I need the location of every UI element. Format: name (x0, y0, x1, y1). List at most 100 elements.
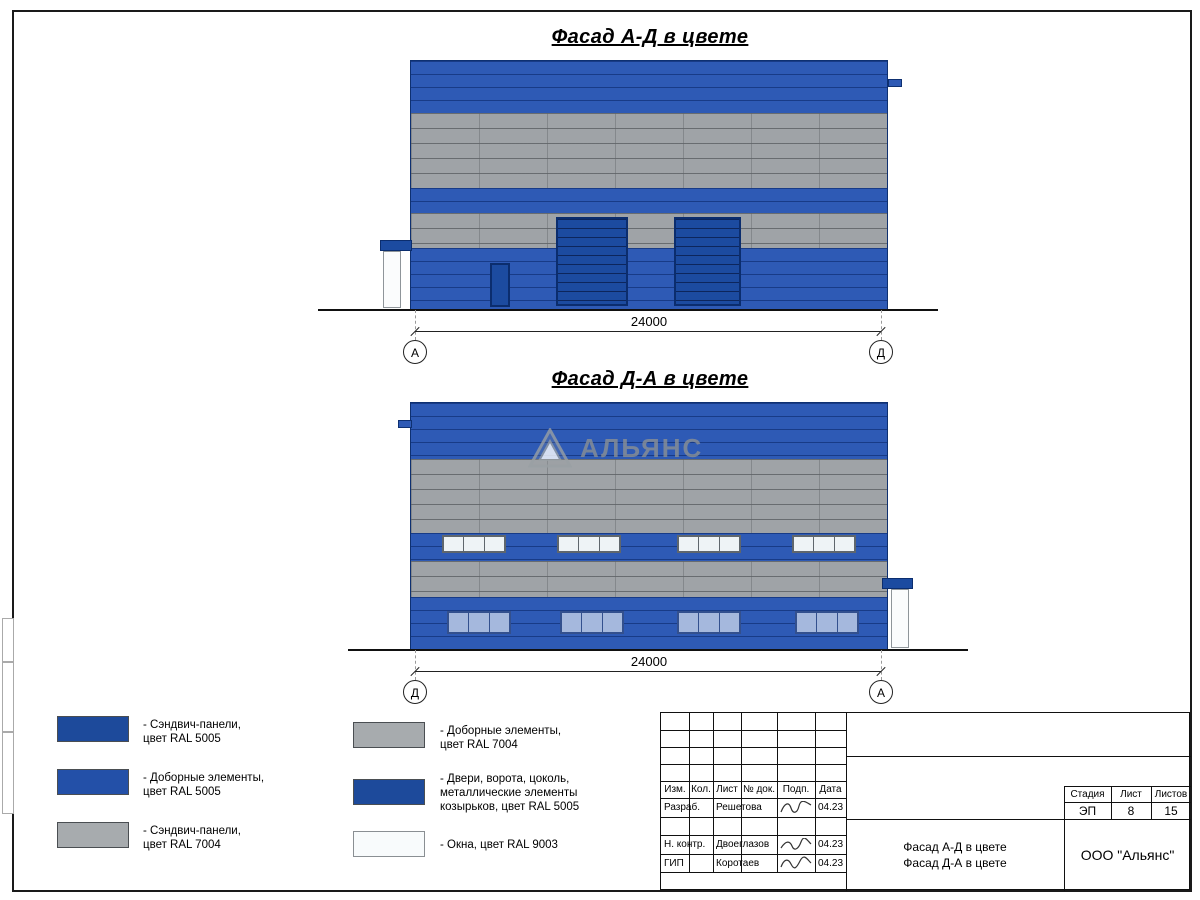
window (442, 535, 506, 553)
tb-name: Коротаев (716, 857, 760, 869)
window-pane (679, 537, 699, 551)
legend-swatch-ral7004 (353, 722, 425, 748)
window-pane (719, 613, 739, 632)
roof-element (888, 79, 902, 87)
window-pane (797, 613, 817, 632)
window (557, 535, 621, 553)
tb-col-data: Дата (819, 784, 842, 795)
extension-line (415, 310, 416, 340)
tb-date: 04.23 (817, 802, 844, 813)
listov-value: 15 (1164, 803, 1178, 818)
window-pane (559, 537, 579, 551)
frame-stamp-box (2, 618, 14, 662)
panel-band-gray (411, 113, 887, 188)
tb-name: Двоеглазов (716, 839, 770, 850)
window-pane (599, 537, 619, 551)
window-pane (602, 613, 622, 632)
window (677, 535, 741, 553)
title-block: Изм. Кол. Лист № док. Подп. Дата Разраб.… (660, 712, 1191, 891)
tb-role: Н. контр. (664, 839, 706, 850)
extension-line (415, 650, 416, 680)
panel-band-blue (411, 61, 887, 113)
legend-swatch-ral5005 (57, 716, 129, 742)
window-pane (719, 537, 739, 551)
panel-band-blue (411, 188, 887, 213)
extension-line (881, 650, 882, 680)
dimension-line (415, 331, 881, 332)
legend-label: - Сэндвич-панели, цвет RAL 5005 (143, 719, 241, 745)
window-pane (817, 613, 837, 632)
tb-col-izm: Изм. (664, 784, 686, 795)
list-header: Лист (1120, 788, 1142, 800)
gate-door (556, 217, 628, 306)
ground-line (348, 649, 968, 651)
dimension-line (415, 671, 881, 672)
legend-swatch-ral5005 (57, 769, 129, 795)
signature-icon (780, 856, 812, 869)
axis-marker: А (403, 340, 427, 364)
company-name: ООО "Альянс" (1080, 847, 1175, 863)
legend-swatch-ral9003 (353, 831, 425, 857)
panel-band-gray (411, 213, 887, 248)
panel-band-blue (411, 403, 887, 459)
window (560, 611, 624, 634)
dimension-text: 24000 (630, 314, 668, 329)
window-pane (679, 613, 699, 632)
axis-marker: Д (403, 680, 427, 704)
window-pane (444, 537, 464, 551)
extension-line (881, 310, 882, 340)
signature (777, 835, 815, 854)
axis-marker: Д (869, 340, 893, 364)
window-pane (699, 613, 719, 632)
window-pane (794, 537, 814, 551)
window-pane (699, 537, 719, 551)
frame-stamp-box (2, 662, 14, 732)
window-pane (464, 537, 484, 551)
window-pane (562, 613, 582, 632)
listov-header: Листов (1154, 788, 1188, 800)
alliance-triangle-icon (528, 428, 572, 468)
legend-swatch-ral5005 (353, 779, 425, 805)
list-value: 8 (1127, 803, 1135, 818)
facade-d-a-drawing (410, 402, 888, 650)
window-pane (469, 613, 489, 632)
roof-element (398, 420, 412, 428)
panel-band-blue (411, 597, 887, 649)
tb-col-kol: Кол. (691, 784, 711, 795)
signature (777, 798, 815, 817)
tb-role: Разраб. (664, 802, 701, 813)
signature-icon (780, 837, 812, 850)
canopy-post (383, 251, 401, 308)
facade-a-d-drawing (410, 60, 888, 310)
stage-header: Стадия (1070, 788, 1105, 800)
panel-band-gray (411, 459, 887, 533)
sheet-frame (12, 10, 1192, 892)
gate-door (674, 217, 741, 306)
canopy-post (891, 589, 909, 648)
window-pane (814, 537, 834, 551)
canopy (882, 578, 913, 589)
axis-marker: А (869, 680, 893, 704)
tb-date: 04.23 (817, 857, 844, 869)
signature-icon (780, 800, 812, 813)
tb-col-podp: Подп. (782, 784, 810, 795)
legend-label: - Сэндвич-панели, цвет RAL 7004 (143, 825, 241, 851)
legend-label: - Доборные элементы, цвет RAL 5005 (143, 772, 265, 798)
tb-name: Решетова (716, 802, 762, 813)
window-pane (484, 537, 504, 551)
window-pane (579, 537, 599, 551)
window-pane (449, 613, 469, 632)
entrance-door (490, 263, 510, 307)
window (677, 611, 741, 634)
frame-stamp-box (2, 732, 14, 814)
doc-title: Фасад А-Д в цвете Фасад Д-А в цвете (903, 840, 1007, 870)
stage-value: ЭП (1078, 803, 1097, 818)
tb-col-list: Лист (716, 784, 738, 795)
window (792, 535, 856, 553)
panel-band-gray (411, 561, 887, 597)
tb-date: 04.23 (817, 839, 844, 850)
legend-label: - Двери, ворота, цоколь, металлические э… (440, 773, 580, 813)
dimension-text: 24000 (630, 654, 668, 669)
legend-label: - Доборные элементы, цвет RAL 7004 (440, 725, 562, 751)
window (795, 611, 859, 634)
